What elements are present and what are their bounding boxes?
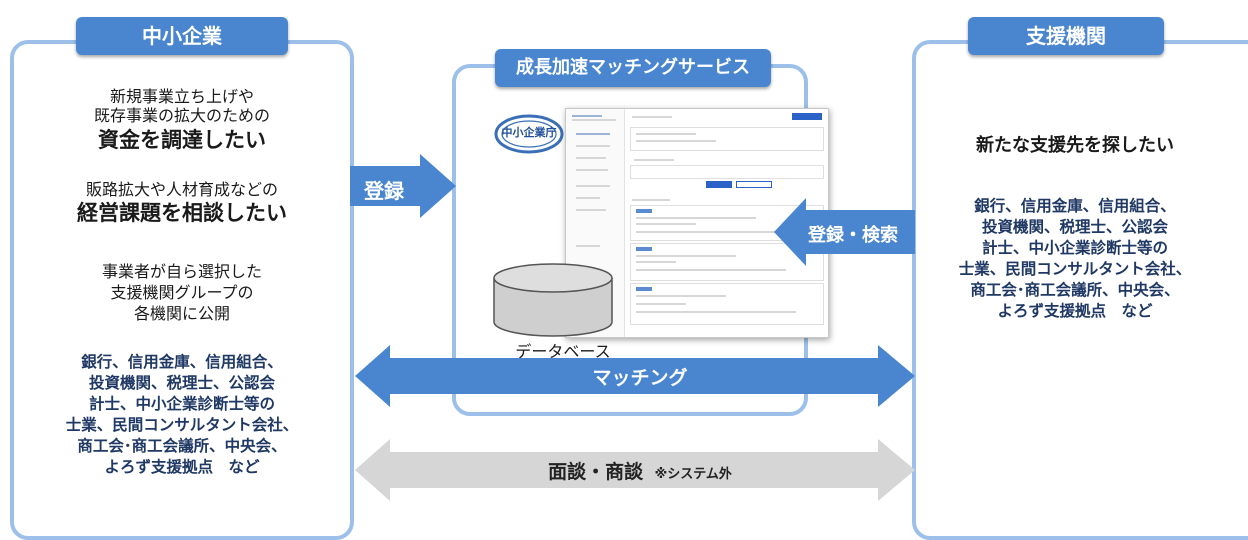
sme-publish-line2: 支援機関グループの (110, 283, 254, 302)
register-label: 登録 (364, 179, 404, 203)
meeting-note: ※システム外 (654, 467, 732, 482)
register-arrow (350, 154, 915, 501)
sme-publish-line3: 各機関に公開 (133, 304, 230, 323)
sme-need1-emphasis: 資金を調達したい (98, 128, 266, 152)
sme-need1-line2: 既存事業の拡大のための (93, 106, 270, 125)
support-org-line3: 計士、中小企業診断士等の (981, 239, 1168, 257)
sme-org-line5: 商工会･商工会議所、中央会、 (77, 437, 287, 455)
support-org-line5: 商工会･商工会議所、中央会、 (970, 281, 1180, 299)
register-search-label: 登録・検索 (808, 225, 898, 246)
sme-need1-line1: 新規事業立ち上げや (109, 87, 254, 106)
sme-org-line3: 計士、中小企業診断士等の (88, 395, 275, 413)
support-need-emphasis: 新たな支援先を探したい (976, 135, 1174, 156)
database-icon (493, 263, 613, 337)
matching-label: マッチング (592, 367, 688, 389)
sme-publish-line1: 事業者が自ら選択した (101, 262, 262, 281)
database-label: データベース (515, 342, 611, 361)
sme-title: 中小企業 (76, 17, 288, 55)
support-org-line1: 銀行、信用金庫、信用組合、 (974, 197, 1176, 215)
support-title: 支援機関 (968, 17, 1164, 55)
sme-agency-logo-text: 中小企業庁 (501, 126, 557, 139)
sme-org-line1: 銀行、信用金庫、信用組合、 (81, 353, 283, 371)
sme-org-line4: 士業、民間コンサルタント会社、 (65, 416, 299, 434)
sme-org-line2: 投資機関、税理士、公認会 (88, 374, 275, 392)
sme-org-line6: よろず支援拠点 など (104, 458, 260, 476)
sme-agency-logo (494, 114, 564, 154)
support-org-line4: 士業、民間コンサルタント会社、 (958, 260, 1192, 278)
sme-need2-emphasis: 経営課題を相談したい (77, 201, 287, 225)
support-org-line2: 投資機関、税理士、公認会 (981, 218, 1168, 236)
sme-need2-line: 販路拡大や人材育成などの (85, 180, 278, 199)
meeting-text: 面談・商談 (548, 461, 644, 483)
support-org-line6: よろず支援拠点 など (997, 302, 1153, 320)
meeting-label: 面談・商談 ※システム外 (490, 457, 790, 484)
service-title: 成長加速マッチングサービス (495, 49, 771, 87)
